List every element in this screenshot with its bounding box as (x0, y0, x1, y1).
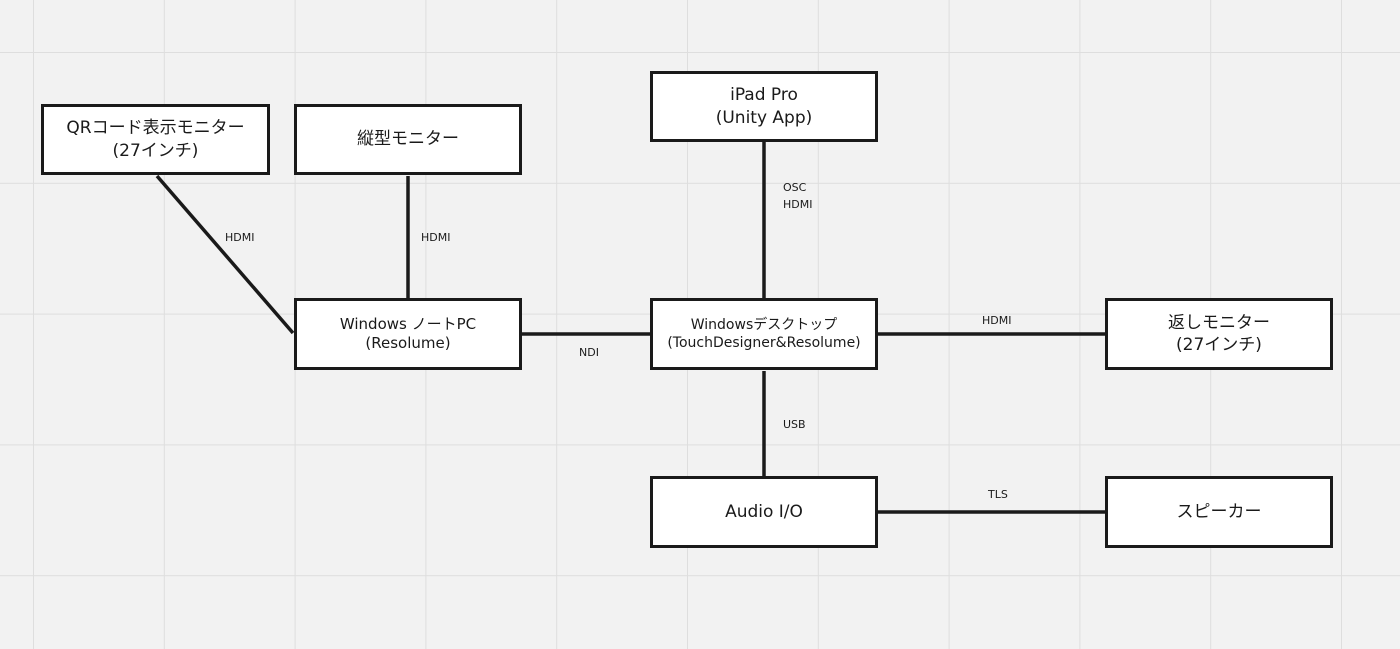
node-label: 返しモニター (1168, 312, 1270, 333)
connector-qr-to-laptop[interactable] (155, 174, 295, 335)
node-label: Audio I/O (725, 501, 803, 522)
node-label: Windowsデスクトップ (690, 316, 838, 333)
node-vertical-monitor[interactable]: 縦型モニター (294, 104, 522, 175)
node-sublabel: (27インチ) (112, 140, 199, 161)
node-sublabel: (TouchDesigner&Resolume) (667, 335, 861, 351)
node-sublabel: (Resolume) (365, 334, 451, 352)
node-return-monitor[interactable]: 返しモニター (27インチ) (1105, 298, 1333, 370)
edge-label-ndi: NDI (579, 346, 599, 359)
edge-label-osc-hdmi: OSC HDMI (783, 181, 813, 211)
node-label: 縦型モニター (357, 129, 459, 150)
edge-label-usb: USB (783, 418, 806, 431)
node-sublabel: (Unity App) (715, 107, 813, 128)
edge-label-return-hdmi: HDMI (982, 314, 1012, 327)
node-label: QRコード表示モニター (66, 118, 245, 139)
node-windows-desktop[interactable]: Windowsデスクトップ (TouchDesigner&Resolume) (650, 298, 878, 370)
node-speaker[interactable]: スピーカー (1105, 476, 1333, 548)
node-label: スピーカー (1176, 501, 1262, 522)
edge-label-vertical-hdmi: HDMI (421, 231, 451, 244)
node-label: iPad Pro (730, 85, 798, 106)
node-sublabel: (27インチ) (1176, 335, 1262, 355)
edge-label-qr-hdmi: HDMI (225, 231, 255, 244)
node-ipad-pro[interactable]: iPad Pro (Unity App) (650, 71, 878, 142)
node-windows-laptop[interactable]: Windows ノートPC (Resolume) (294, 298, 522, 370)
node-qr-monitor[interactable]: QRコード表示モニター (27インチ) (41, 104, 270, 175)
edge-label-tls: TLS (988, 488, 1008, 501)
node-audio-io[interactable]: Audio I/O (650, 476, 878, 548)
node-label: Windows ノートPC (339, 314, 477, 333)
